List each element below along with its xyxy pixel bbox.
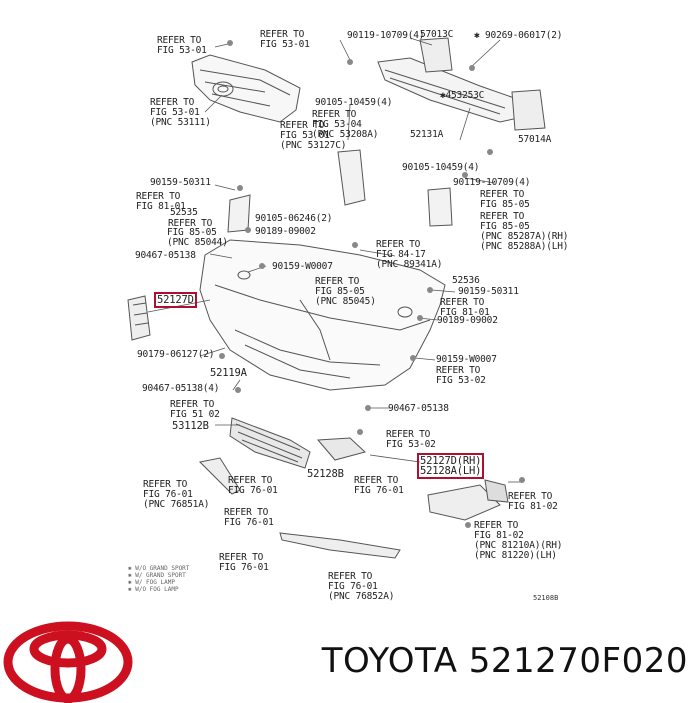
- callout-label: 90105-10459(4): [315, 97, 393, 108]
- energy-absorber: [227, 194, 251, 233]
- reinforcement-beam: [377, 37, 546, 131]
- highlighted-part-label: 52127D: [154, 292, 197, 308]
- callout-label: REFER TO FIG 53 01 (PNC 53127C): [280, 120, 347, 151]
- callout-label: REFER TO FIG 81-02 (PNC 81210A)(RH) (PNC…: [474, 520, 563, 561]
- callout-label: REFER TO FIG 76-01: [224, 507, 274, 528]
- callout-label: 90105-06246(2): [255, 213, 333, 224]
- toyota-logo-icon: [3, 621, 133, 703]
- bumper-cover: [199, 239, 446, 391]
- callout-label: REFER TO FIG 53-01 (PNC 53111): [150, 97, 211, 128]
- callout-label: ✱453253C: [440, 90, 485, 101]
- callout-label: REFER TO FIG 76-01: [354, 475, 404, 496]
- callout-label: REFER TO FIG 76-01: [219, 552, 269, 573]
- callout-label: 57014A: [518, 134, 552, 145]
- callout-label: 90159-50311: [150, 177, 211, 188]
- callout-label: 90467-05138: [388, 403, 449, 414]
- callout-label: 52536: [452, 275, 480, 286]
- lower-grille: [229, 417, 311, 469]
- callout-label: REFER TO FIG 85-05 (PNC 85045): [315, 276, 376, 307]
- callout-label: 52131A: [410, 129, 444, 140]
- callout-label: REFER TO FIG 51 02: [170, 399, 220, 420]
- callout-label: 90179-06127(2): [137, 349, 215, 360]
- highlighted-part-label: 52127D(RH) 52128A(LH): [416, 453, 485, 479]
- callout-label: 90119-10709(4): [347, 30, 425, 41]
- callout-label: 90159-50311: [458, 286, 519, 297]
- diagram-code: 52108B: [533, 594, 559, 602]
- callout-label: REFER TO FIG 85-05 (PNC 85287A)(RH) (PNC…: [480, 211, 569, 252]
- callout-label: REFER TO FIG 81-01: [440, 297, 490, 318]
- diagram-drawing: [127, 37, 546, 559]
- callout-label: 52535: [170, 207, 198, 218]
- fog-lamp-cover: [316, 437, 509, 521]
- callout-label: REFER TO FIG 76-01 (PNC 76852A): [328, 571, 395, 602]
- callout-label: REFER TO FIG 53-02: [436, 365, 486, 386]
- callout-label: REFER TO FIG 53-02: [386, 429, 436, 450]
- callout-label: 90119-10709(4): [453, 177, 531, 188]
- callout-label: REFER TO: [168, 218, 213, 229]
- legend-notes: ✱ W/O GRAND SPORT ✱ W/ GRAND SPORT ✱ W/ …: [128, 565, 190, 593]
- parts-diagram: REFER TO FIG 53-01 REFER TO FIG 53-01 9011…: [127, 29, 569, 602]
- callout-label: REFER TO FIG 81-01: [136, 191, 186, 212]
- callout-label: 90159-W0007: [436, 354, 497, 365]
- callout-label: REFER TO FIG 76-01: [228, 475, 278, 496]
- callout-label: REFER TO FIG 53-04 (PNC 53208A): [312, 109, 379, 140]
- callout-label: REFER TO FIG 76-01 (PNC 76851A): [143, 479, 210, 510]
- callout-label: REFER TO FIG 53-01: [157, 35, 207, 56]
- callout-label: 57013C: [420, 29, 454, 40]
- callout-label: 53112B: [172, 420, 209, 432]
- brand-row: TOYOTA 521270F020: [0, 615, 700, 703]
- brand-part-number: TOYOTA 521270F020: [321, 641, 688, 681]
- lower-spoiler: [198, 457, 401, 559]
- leader-lines: [147, 37, 520, 483]
- callout-label: REFER TO FIG 53-01: [260, 29, 310, 50]
- fastener-icons: [219, 40, 525, 528]
- callout-label: REFER TO FIG 84-17 (PNC 89341A): [376, 239, 443, 270]
- callout-label: REFER TO FIG 81-02: [508, 491, 558, 512]
- callout-label: 90467-05138: [135, 250, 196, 261]
- callout-label: 90467-05138(4): [142, 383, 220, 394]
- left-side-trim: [127, 295, 151, 341]
- callout-label: 90189-09002: [255, 226, 316, 237]
- center-bracket: [337, 149, 453, 227]
- callout-label: FIG 85-05 (PNC 85044): [167, 227, 228, 248]
- callout-label: 90189-09002: [437, 315, 498, 326]
- callout-label: 90159-W0007: [272, 261, 333, 272]
- callout-label: 52128B: [307, 468, 344, 480]
- grille-part: [191, 54, 301, 123]
- callout-label: ✱ 90269-06017(2): [474, 30, 563, 41]
- callout-label: REFER TO FIG 85-05: [480, 189, 530, 210]
- callout-label: 52119A: [210, 367, 247, 379]
- callout-label: 90105-10459(4): [402, 162, 480, 173]
